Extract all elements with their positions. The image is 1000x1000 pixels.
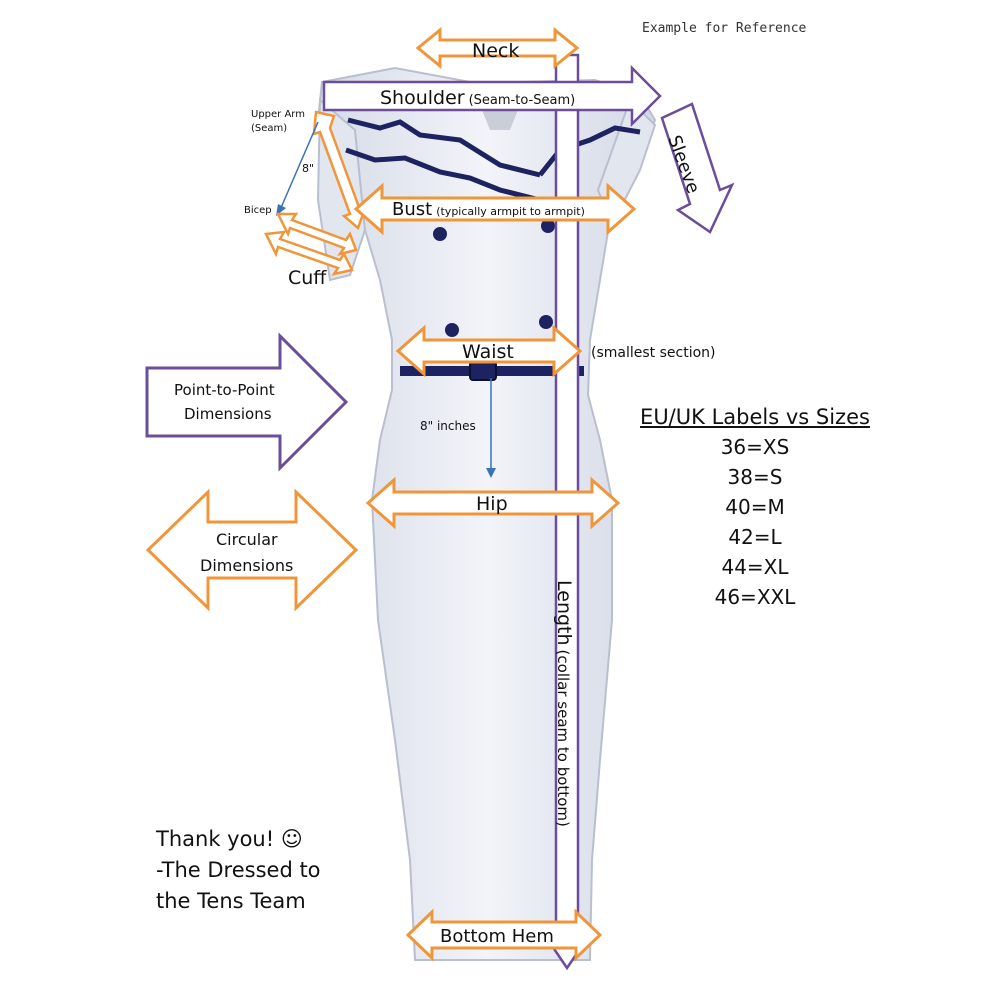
shoulder-arrow: [322, 64, 662, 128]
length-label-note: (collar seam to bottom): [554, 650, 572, 827]
shoulder-label-note: (Seam-to-Seam): [469, 93, 576, 108]
legend-point-to-point-arrow: [145, 332, 349, 472]
length-label: Length (collar seam to bottom): [553, 580, 575, 827]
upper-arm-label: Upper Arm: [251, 109, 305, 120]
size-table: EU/UK Labels vs Sizes 36=XS 38=S 40=M 42…: [630, 402, 880, 612]
waist-arrow: [395, 324, 583, 378]
eight-inches-label: 8" inches: [420, 419, 476, 433]
cuff-arrow: [264, 230, 354, 276]
size-row: 38=S: [727, 465, 783, 489]
shoulder-label-main: Shoulder: [380, 87, 465, 109]
size-row: 44=XL: [721, 555, 789, 579]
hip-label: Hip: [476, 493, 508, 515]
signature-line: -The Dressed to: [156, 858, 321, 882]
eight-inch-label: 8": [302, 162, 314, 175]
bicep-label: Bicep: [244, 205, 272, 216]
hip-arrow: [365, 476, 621, 530]
upper-arm-seam-label: (Seam): [251, 123, 287, 134]
upper-arm-arrow: [312, 110, 369, 231]
dress-button: [433, 227, 447, 241]
bottom-hem-arrow: [405, 908, 603, 962]
neck-arrow: [415, 26, 580, 70]
waist-label: Waist: [462, 341, 514, 363]
legend-circular-line2: Dimensions: [200, 556, 293, 575]
hip-offset-arrowhead: [486, 468, 496, 478]
belt-buckle: [469, 361, 497, 381]
dress-button: [541, 219, 555, 233]
neck-label: Neck: [472, 40, 519, 62]
thank-you-line: Thank you! ☺: [156, 827, 303, 851]
bust-arrow: [353, 182, 637, 236]
collar-piping-right: [538, 125, 641, 177]
legend-point-to-point-line2: Dimensions: [184, 405, 272, 423]
legend-circular-arrow: [145, 488, 359, 612]
size-row: 40=M: [725, 495, 785, 519]
collar-piping-left: [347, 117, 541, 178]
size-table-title: EU/UK Labels vs Sizes: [640, 405, 870, 429]
legend-point-to-point-line1: Point-to-Point: [174, 381, 275, 399]
sleeve-arrow: [660, 102, 735, 234]
bicep-arrow: [275, 212, 358, 256]
dress-button: [445, 323, 459, 337]
thank-you-note: Thank you! ☺ -The Dressed to the Tens Te…: [156, 824, 321, 917]
upper-arm-measure-line: [279, 121, 319, 211]
reference-note: Example for Reference: [642, 21, 807, 36]
size-row: 36=XS: [720, 435, 790, 459]
bottom-hem-label: Bottom Hem: [440, 926, 554, 947]
bust-label-note: (typically armpit to armpit): [436, 205, 585, 218]
shoulder-label: Shoulder (Seam-to-Seam): [380, 87, 575, 109]
legend-circular-line1: Circular: [216, 530, 278, 549]
size-row: 46=XXL: [714, 585, 796, 609]
bust-label: Bust (typically armpit to armpit): [392, 199, 585, 220]
size-row: 42=L: [728, 525, 782, 549]
signature-line: the Tens Team: [156, 889, 306, 913]
cuff-label: Cuff: [288, 267, 327, 289]
collar-piping-left-lower: [345, 147, 541, 203]
dress-button: [539, 315, 553, 329]
waist-note: (smallest section): [591, 345, 715, 361]
bust-label-main: Bust: [392, 199, 432, 220]
length-label-main: Length: [553, 580, 575, 646]
